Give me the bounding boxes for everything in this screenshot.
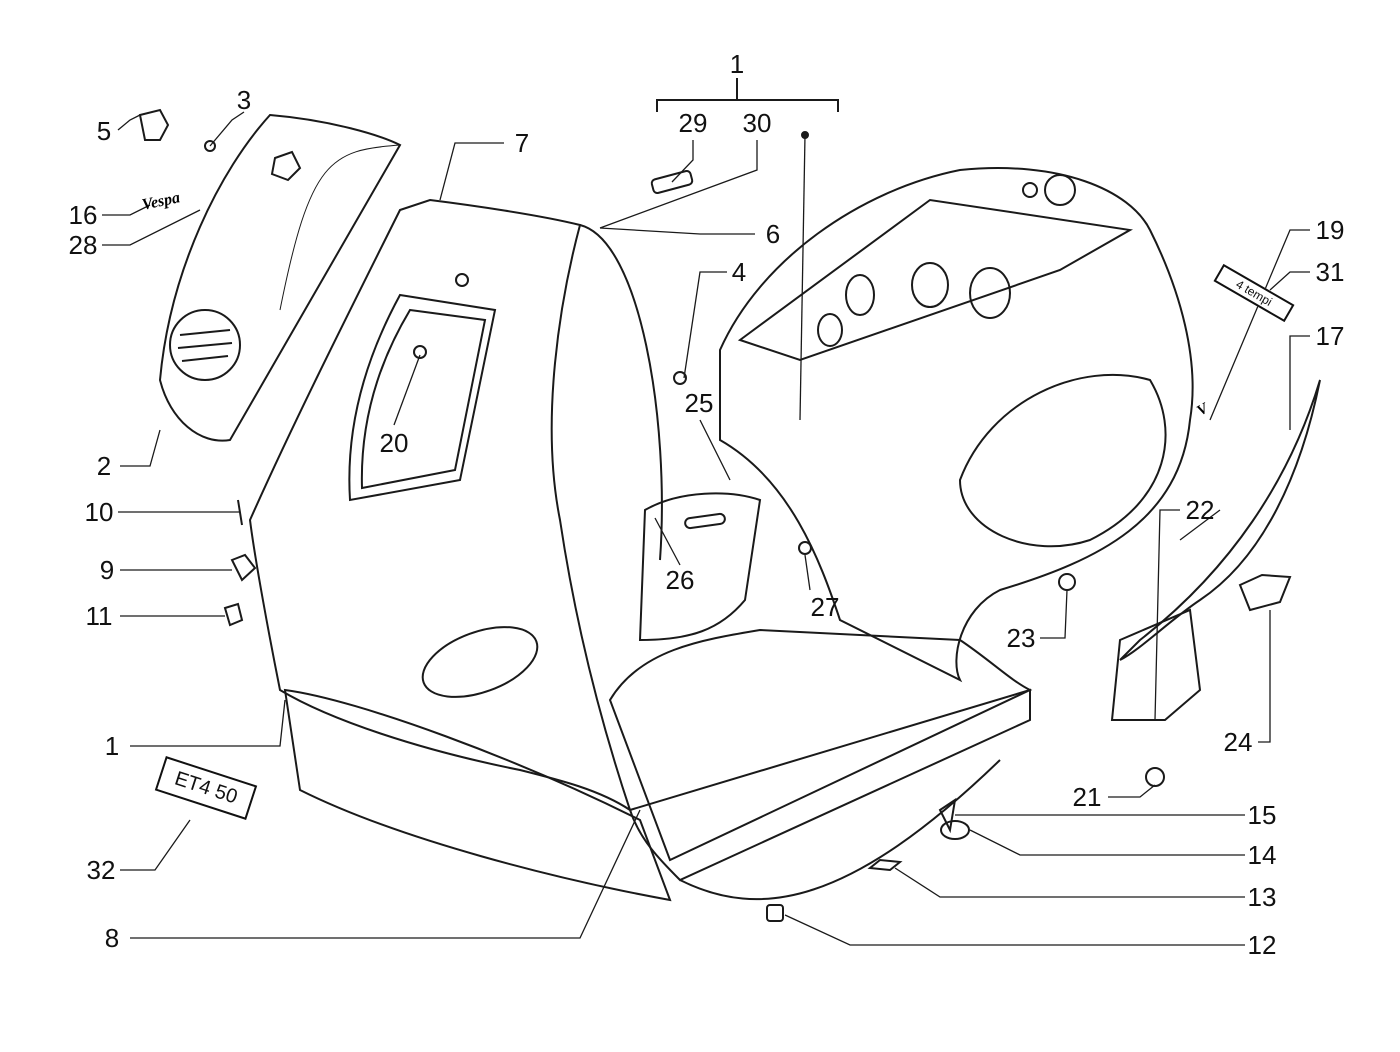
callout-7: 7 [514,128,530,158]
callout-32: 32 [86,855,116,885]
reflector [1238,573,1292,612]
callout-6: 6 [765,219,781,249]
callout-23: 23 [1006,623,1036,653]
callout-27: 27 [810,592,840,622]
callout-21: 21 [1072,782,1102,812]
callout-29: 29 [678,108,708,138]
callout-24: 24 [1223,727,1253,757]
side-trim [1119,379,1321,661]
callout-4: 4 [731,257,747,287]
horn-cover [158,113,402,442]
callout-8: 8 [104,923,120,953]
callout-2: 2 [96,451,112,481]
callout-31: 31 [1315,257,1345,287]
callout-17: 17 [1315,321,1345,351]
callout-30: 30 [742,108,772,138]
callout-1-left: 1 [104,731,120,761]
side-panel [1110,608,1202,721]
callout-20: 20 [379,428,409,458]
callout-11: 11 [85,601,113,631]
rear-body [719,167,1194,683]
callout-10: 10 [84,497,114,527]
callout-14: 14 [1247,840,1277,870]
callout-9: 9 [99,555,115,585]
callout-16: 16 [68,200,98,230]
callout-12: 12 [1247,930,1277,960]
callout-1-top: 1 [729,49,745,79]
assembly-bracket [656,78,839,112]
floor-panel [608,628,1033,901]
callout-26: 26 [665,565,695,595]
leader-lines [102,111,1310,946]
callout-3: 3 [236,85,252,115]
callout-5: 5 [96,116,112,146]
callout-19: 19 [1315,215,1345,245]
callout-28: 28 [68,230,98,260]
callout-15: 15 [1247,800,1277,830]
callout-13: 13 [1247,882,1277,912]
glovebox-door [638,492,762,642]
callout-22: 22 [1185,495,1215,525]
front-shield [248,198,672,902]
callout-25: 25 [684,388,714,418]
